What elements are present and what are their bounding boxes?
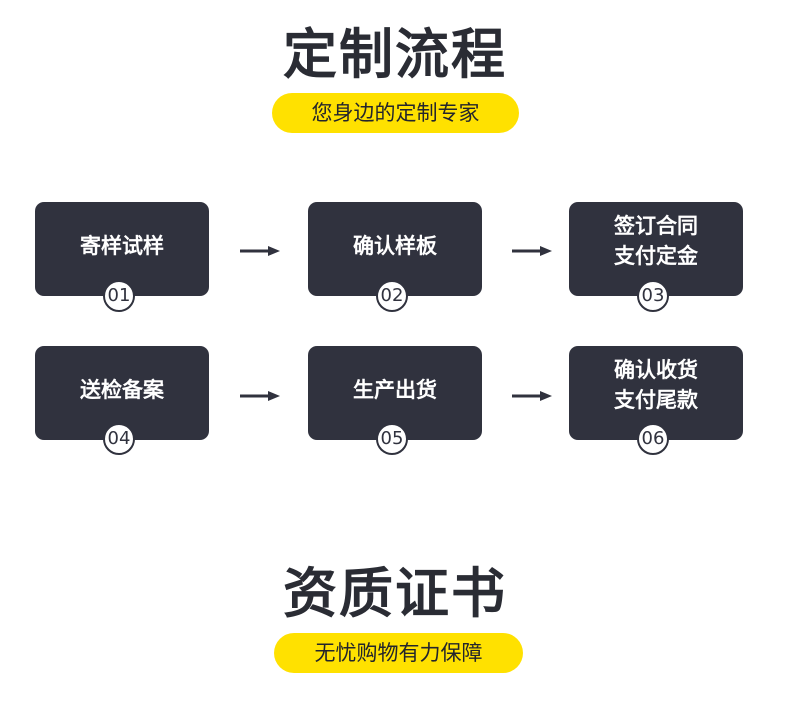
step-5-label: 生产出货 xyxy=(353,378,437,402)
step-4-label: 送检备案 xyxy=(80,378,164,402)
section-title-process: 定制流程 xyxy=(283,23,507,86)
step-6-number: 06 xyxy=(637,423,669,455)
step-6-label-line2: 支付尾款 xyxy=(614,388,698,412)
step-3-label-line1: 签订合同 xyxy=(614,214,698,238)
step-2-number: 02 xyxy=(376,280,408,312)
right-arrow-icon xyxy=(240,391,280,401)
step-4-number: 04 xyxy=(103,423,135,455)
right-arrow-icon xyxy=(240,246,280,256)
right-arrow-icon xyxy=(512,391,552,401)
step-5-number: 05 xyxy=(376,423,408,455)
section-title-certificates: 资质证书 xyxy=(283,562,507,625)
step-2-label: 确认样板 xyxy=(353,234,437,258)
process-subtitle-badge: 您身边的定制专家 xyxy=(272,93,519,133)
step-1-label: 寄样试样 xyxy=(80,234,164,258)
step-3-label-line2: 支付定金 xyxy=(614,244,698,268)
step-3-number: 03 xyxy=(637,280,669,312)
certificates-subtitle-badge: 无忧购物有力保障 xyxy=(274,633,523,673)
right-arrow-icon xyxy=(512,246,552,256)
step-1-number: 01 xyxy=(103,280,135,312)
step-6-label-line1: 确认收货 xyxy=(614,358,698,382)
